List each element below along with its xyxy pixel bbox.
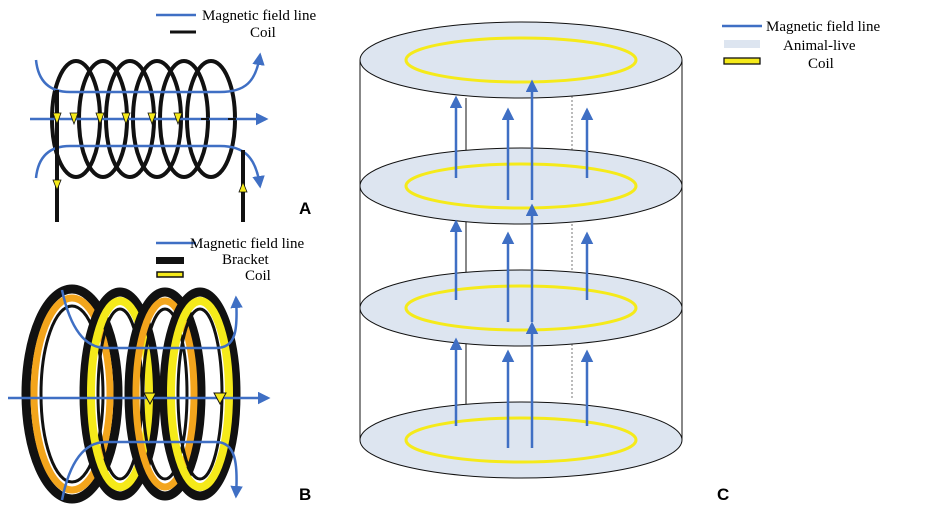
legend-label-coil: Coil bbox=[250, 25, 276, 41]
field-line-bottom bbox=[34, 144, 265, 189]
field-arrows bbox=[449, 79, 594, 448]
legend-label-field-line: Magnetic field line bbox=[202, 8, 316, 24]
animal-live-platform bbox=[359, 401, 683, 479]
platform-level bbox=[359, 147, 683, 225]
current-arrow-icon bbox=[143, 392, 157, 406]
legend-label-coil: Coil bbox=[808, 56, 834, 72]
legend-label-field-line: Magnetic field line bbox=[190, 236, 304, 252]
coil-ring bbox=[404, 162, 638, 210]
panel-label-c: C bbox=[717, 485, 729, 504]
panel-a: Magnetic field line Coil A bbox=[30, 8, 316, 222]
current-arrow-icon bbox=[52, 179, 62, 192]
coil-ring bbox=[404, 284, 638, 332]
legend-platform-icon bbox=[724, 40, 760, 48]
current-markers-a bbox=[52, 112, 236, 126]
panel-b-legend: Magnetic field line Bracket Coil bbox=[156, 236, 304, 284]
panel-label-a: A bbox=[299, 199, 311, 218]
field-line-top bbox=[34, 52, 265, 94]
legend-label-coil: Coil bbox=[245, 268, 271, 284]
bracket-ring-1-outer bbox=[21, 284, 123, 504]
current-arrow-icon bbox=[173, 112, 183, 126]
coil-ring bbox=[404, 36, 638, 84]
legend-label-bracket: Bracket bbox=[222, 252, 269, 268]
field-line-bottom bbox=[60, 440, 243, 501]
current-arrow-icon bbox=[52, 112, 62, 126]
legend-label-animal-live: Animal-live bbox=[783, 38, 856, 54]
coil-ring-2-front bbox=[167, 297, 233, 491]
legend-bracket-icon bbox=[156, 257, 184, 264]
animal-live-platform bbox=[359, 147, 683, 225]
current-arrow-icon bbox=[95, 112, 105, 126]
current-arrow-icon bbox=[121, 112, 131, 126]
coil-ring-1 bbox=[30, 294, 114, 494]
panel-b: Magnetic field line Bracket Coil bbox=[8, 236, 311, 504]
coil-ring bbox=[404, 416, 638, 464]
panel-a-legend: Magnetic field line Coil bbox=[156, 8, 316, 41]
bracket-ring-2-front bbox=[159, 287, 241, 501]
current-arrow-icon bbox=[147, 112, 157, 126]
bracket-ring-1-inner bbox=[39, 304, 105, 484]
platform-level bbox=[359, 401, 683, 479]
legend-coil-icon bbox=[723, 57, 761, 65]
legend-label-field-line: Magnetic field line bbox=[766, 19, 880, 35]
field-lines-a bbox=[30, 52, 269, 189]
current-arrow-icon bbox=[213, 392, 227, 406]
legend-coil-icon bbox=[156, 271, 184, 278]
bracket-ring-2-outer bbox=[124, 287, 206, 501]
field-lines-b bbox=[8, 289, 271, 501]
field-line-top bbox=[60, 289, 243, 350]
panel-c: Magnetic field line Animal-live Coil C bbox=[359, 19, 880, 504]
panel-c-legend: Magnetic field line Animal-live Coil bbox=[722, 19, 880, 72]
animal-live-platform bbox=[359, 269, 683, 347]
coil-ring-2 bbox=[132, 297, 198, 491]
bracket-ring-2-inner bbox=[141, 307, 189, 481]
platform-levels bbox=[359, 21, 683, 479]
animal-live-platform bbox=[359, 21, 683, 99]
helmholtz-rings bbox=[21, 284, 241, 504]
current-arrow-icon bbox=[69, 112, 79, 126]
panel-label-b: B bbox=[299, 485, 311, 504]
current-arrow-icon bbox=[238, 180, 248, 193]
platform-level bbox=[359, 21, 683, 99]
platform-level bbox=[359, 269, 683, 347]
coil-leads bbox=[52, 90, 248, 222]
